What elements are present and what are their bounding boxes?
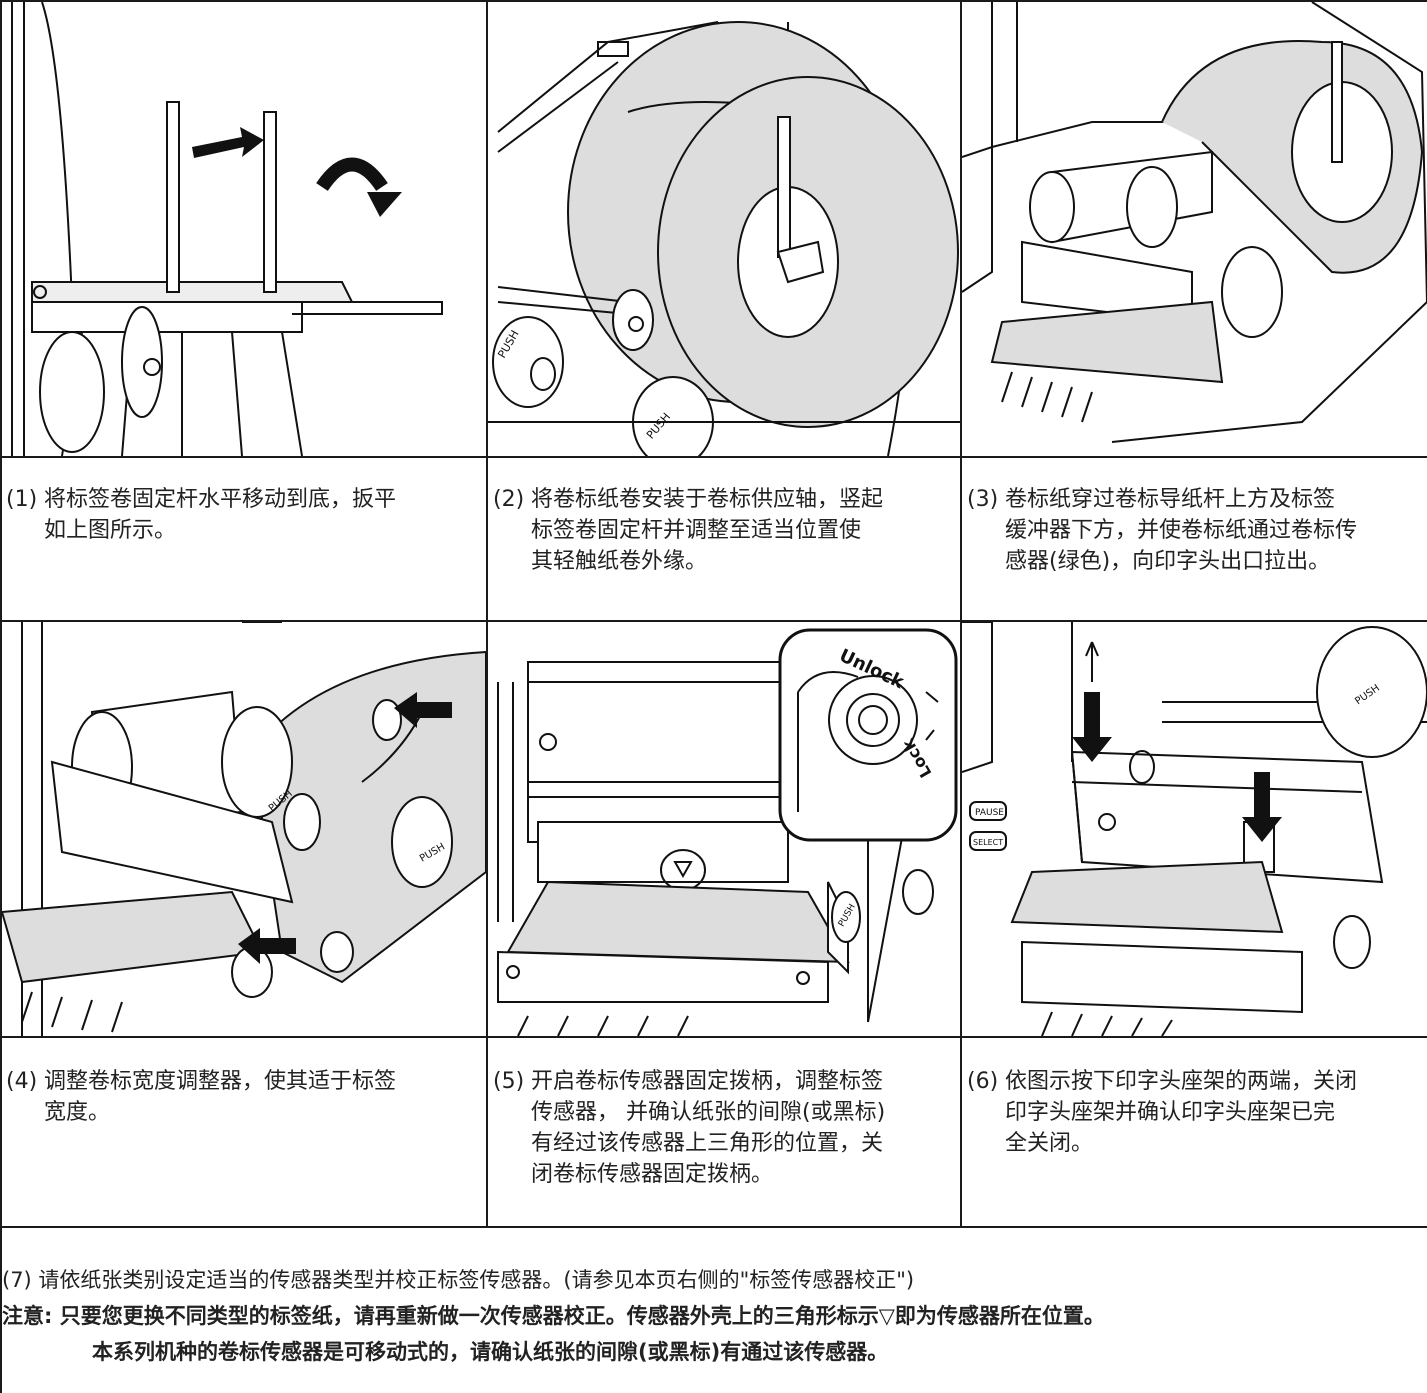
pause-button-label: PAUSE — [975, 808, 1004, 818]
warning-line-2: 本系列机种的卷标传感器是可移动式的，请确认纸张的间隙(或黑标)有通过该传感器。 — [92, 1340, 889, 1364]
step-6-text: 依图示按下印字头座架的两端，关闭 印字头座架并确认印字头座架已完 全关闭。 — [1005, 1069, 1358, 1156]
illustration-step-5: Unlock Lock PUSH — [488, 622, 960, 1036]
step-5-number: (5) — [493, 1069, 525, 1094]
warning-text-1: 只要您更换不同类型的标签纸，请再重新做一次传感器校正。传感器外壳上的三角形标示▽… — [52, 1304, 1105, 1328]
illustration-step-1 — [2, 2, 486, 456]
step-1-number: (1) — [6, 487, 38, 512]
step-3-number: (3) — [967, 487, 999, 512]
select-button-label: SELECT — [973, 838, 1003, 847]
step-3-text: 卷标纸穿过卷标导纸杆上方及标签 缓冲器下方，并使卷标纸通过卷标传 感器(绿色)，… — [1005, 487, 1358, 574]
grid-border-top — [0, 0, 1427, 2]
unlock-lock-callout: Unlock Lock — [778, 628, 958, 842]
warning-line-1: 注意: 只要您更换不同类型的标签纸，请再重新做一次传感器校正。传感器外壳上的三角… — [2, 1298, 1105, 1334]
warning-label: 注意: — [2, 1304, 53, 1328]
grid-row-line-1 — [0, 456, 1427, 458]
step-4-number: (4) — [6, 1069, 38, 1094]
step-6-number: (6) — [967, 1069, 999, 1094]
grid-row-line-3 — [0, 1036, 1427, 1038]
step-5-text: 开启卷标传感器固定拨柄，调整标签 传感器， 并确认纸张的间隙(或黑标) 有经过该… — [531, 1069, 886, 1187]
grid-border-left — [0, 0, 2, 1393]
grid-row-line-4 — [0, 1226, 1427, 1228]
grid-divider-col2 — [960, 0, 962, 1227]
step-2-number: (2) — [493, 487, 525, 512]
illustration-step-3 — [962, 2, 1427, 456]
grid-divider-col1 — [486, 0, 488, 1227]
step-1-text: 将标签卷固定杆水平移动到底，扳平 如上图所示。 — [44, 487, 397, 543]
step-7-text: (7) 请依纸张类别设定适当的传感器类型并校正标签传感器。(请参见本页右侧的"标… — [2, 1268, 915, 1292]
notes-section: (7) 请依纸张类别设定适当的传感器类型并校正标签传感器。(请参见本页右侧的"标… — [2, 1262, 1105, 1370]
step-4-text: 调整卷标宽度调整器，使其适于标签 宽度。 — [44, 1069, 397, 1125]
grid-row-line-2 — [0, 620, 1427, 622]
step-2-text: 将卷标纸卷安装于卷标供应轴，竖起 标签卷固定杆并调整至适当位置使 其轻触纸卷外缘… — [531, 487, 884, 574]
illustration-step-6: PAUSE SELECT PUSH — [962, 622, 1427, 1036]
illustration-step-2: PUSH PUSH — [488, 2, 960, 456]
illustration-step-4: PUSH PUSH — [2, 622, 486, 1036]
